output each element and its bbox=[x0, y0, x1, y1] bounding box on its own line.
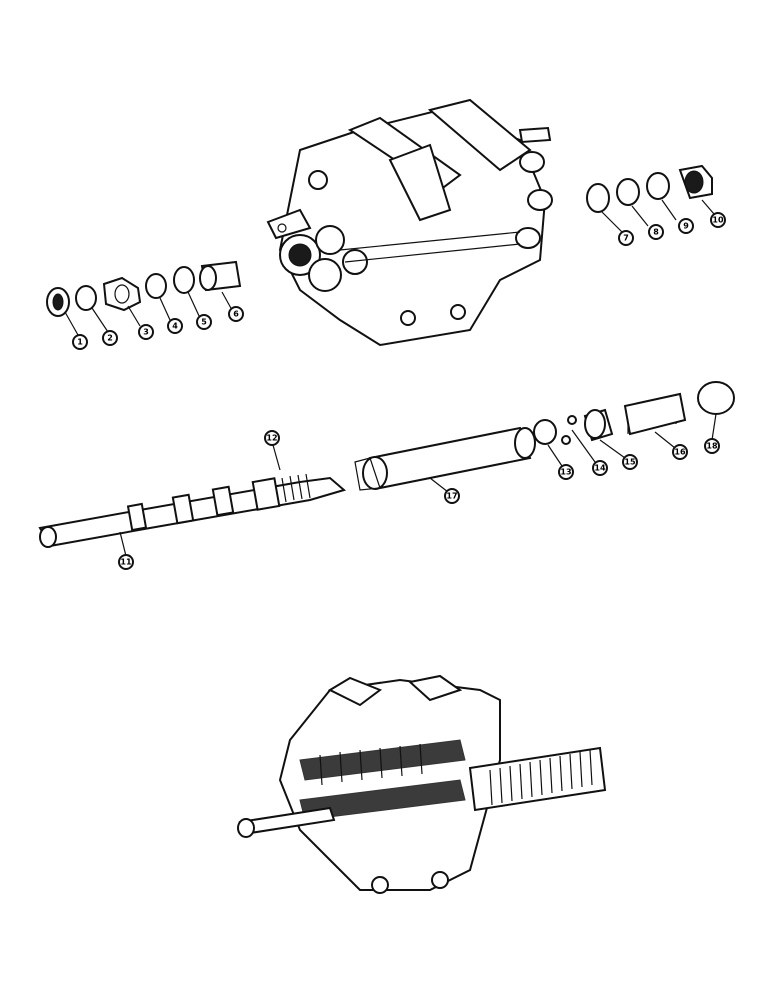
left-seal-set bbox=[46, 260, 242, 317]
svg-text:2: 2 bbox=[107, 334, 113, 343]
svg-text:6: 6 bbox=[233, 310, 239, 319]
callout-17: 17 bbox=[444, 488, 460, 504]
callout-14: 14 bbox=[592, 460, 608, 476]
right-seal-set bbox=[586, 164, 713, 213]
svg-text:13: 13 bbox=[560, 468, 571, 477]
spool-assembly bbox=[38, 473, 347, 548]
callout-5: 5 bbox=[196, 314, 212, 330]
svg-text:9: 9 bbox=[683, 222, 689, 231]
svg-text:18: 18 bbox=[706, 442, 718, 451]
svg-text:5: 5 bbox=[201, 318, 207, 327]
callout-6: 6 bbox=[228, 306, 244, 322]
spring-parts bbox=[533, 381, 735, 445]
callout-8: 8 bbox=[648, 224, 664, 240]
cutaway-assembly bbox=[237, 674, 607, 894]
svg-text:12: 12 bbox=[266, 434, 277, 443]
callout-9: 9 bbox=[678, 218, 694, 234]
svg-text:4: 4 bbox=[172, 322, 178, 331]
svg-text:17: 17 bbox=[446, 492, 457, 501]
valve-housing-assembly bbox=[266, 98, 553, 347]
callout-4: 4 bbox=[167, 318, 183, 334]
svg-text:3: 3 bbox=[143, 328, 149, 337]
callout-18: 18 bbox=[704, 438, 720, 454]
svg-text:7: 7 bbox=[623, 234, 629, 243]
callout-7: 7 bbox=[618, 230, 634, 246]
svg-text:8: 8 bbox=[653, 228, 659, 237]
svg-text:16: 16 bbox=[674, 448, 686, 457]
callout-15: 15 bbox=[622, 454, 638, 470]
svg-text:1: 1 bbox=[77, 338, 83, 347]
sleeve-part bbox=[354, 426, 536, 491]
svg-text:10: 10 bbox=[712, 216, 724, 225]
callout-12: 12 bbox=[264, 430, 280, 446]
callout-11: 11 bbox=[118, 554, 134, 570]
callout-1: 1 bbox=[72, 334, 88, 350]
callout-10: 10 bbox=[710, 212, 726, 228]
callout-13: 13 bbox=[558, 464, 574, 480]
leader-lines bbox=[64, 199, 717, 557]
callout-2: 2 bbox=[102, 330, 118, 346]
callout-16: 16 bbox=[672, 444, 688, 460]
svg-text:14: 14 bbox=[594, 464, 606, 473]
callout-3: 3 bbox=[138, 324, 154, 340]
svg-text:11: 11 bbox=[120, 558, 132, 567]
svg-text:15: 15 bbox=[624, 458, 636, 467]
callouts: 1 2 3 4 5 6 7 8 9 10 11 12 13 14 15 16 1… bbox=[72, 212, 726, 570]
